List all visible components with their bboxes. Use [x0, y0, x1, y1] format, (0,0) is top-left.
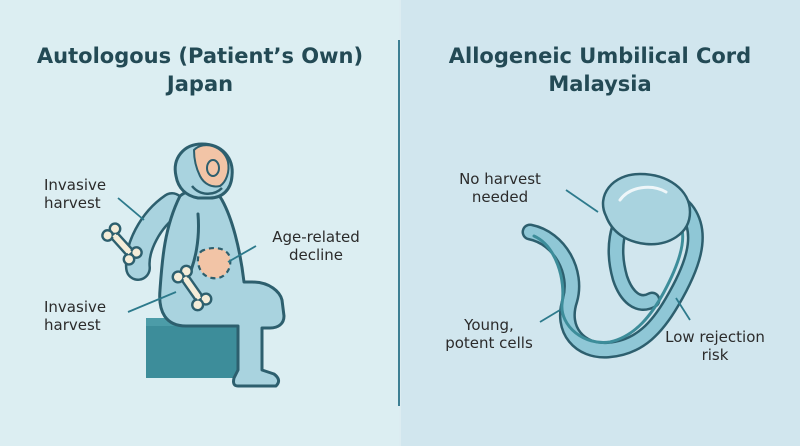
label-line: Invasive — [44, 298, 107, 316]
label-line: Invasive — [44, 176, 107, 194]
label-no-harvest-needed: No harvest needed — [440, 170, 560, 206]
panel-divider — [398, 40, 400, 406]
left-title-line1: Autologous (Patient’s Own) — [36, 44, 364, 68]
seated-patient-icon — [101, 142, 286, 388]
label-invasive-harvest-top: Invasive harvest — [44, 176, 134, 212]
label-age-related-decline: Age-related decline — [256, 228, 376, 264]
label-line: No harvest — [459, 170, 541, 188]
label-young-potent-cells: Young, potent cells — [424, 316, 554, 352]
left-title: Autologous (Patient’s Own) Japan — [0, 42, 400, 98]
right-title-line2: Malaysia — [548, 72, 652, 96]
right-panel — [401, 0, 800, 446]
label-line: Low rejection — [665, 328, 765, 346]
label-invasive-harvest-bottom: Invasive harvest — [44, 298, 134, 334]
label-line: risk — [701, 346, 729, 364]
right-title-line1: Allogeneic Umbilical Cord — [448, 44, 752, 68]
label-line: decline — [288, 246, 344, 264]
label-low-rejection-risk: Low rejection risk — [650, 328, 780, 364]
label-line: needed — [471, 188, 529, 206]
label-line: harvest — [44, 316, 101, 334]
left-title-line2: Japan — [166, 72, 234, 96]
umbilical-cord-icon — [521, 172, 704, 359]
label-line: potent cells — [445, 334, 533, 352]
right-title: Allogeneic Umbilical Cord Malaysia — [400, 42, 800, 98]
label-line: harvest — [44, 194, 101, 212]
bone-icon — [101, 222, 143, 266]
label-line: Young, — [464, 316, 514, 334]
bone-icon-thigh — [171, 264, 213, 312]
patient-head — [173, 142, 234, 200]
label-line: Age-related — [272, 228, 360, 246]
